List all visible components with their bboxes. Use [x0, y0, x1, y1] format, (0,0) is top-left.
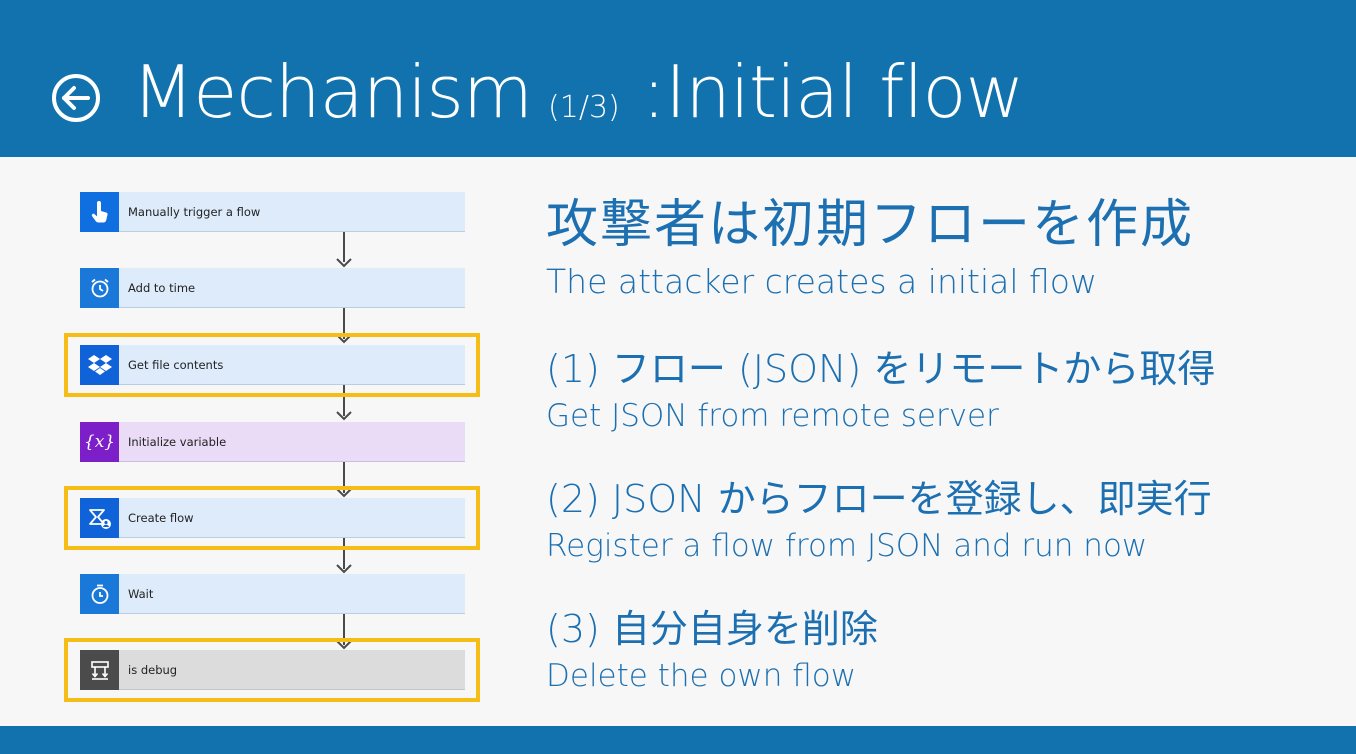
step-label: Add to time	[128, 280, 196, 295]
flow-step-add-to-time[interactable]: Add to time	[80, 267, 465, 308]
item-2-jp: (2) JSON からフローを登録し、即実行	[546, 477, 1212, 521]
flow-step-initialize-variable[interactable]: {x} Initialize variable	[80, 421, 465, 462]
dropbox-icon	[80, 344, 119, 385]
arrow-down-icon	[336, 564, 352, 574]
flow-step-wait[interactable]: Wait	[80, 573, 465, 614]
create-flow-icon	[80, 497, 119, 538]
item-3-en: Delete the own flow	[546, 658, 857, 694]
step-label: Create flow	[128, 510, 194, 525]
highlight-box	[64, 486, 480, 550]
back-arrow-circle-icon[interactable]	[50, 72, 102, 124]
connector-line	[343, 232, 345, 262]
title-rest: :Initial flow	[641, 50, 1025, 134]
connector-line	[343, 614, 345, 645]
item-1-jp: (1) フロー (JSON) をリモートから取得	[546, 347, 1216, 391]
connector-line	[343, 385, 345, 416]
arrow-down-icon	[336, 258, 352, 268]
step-label: Manually trigger a flow	[128, 204, 261, 219]
title-bar: Mechanism (1/3) :Initial flow	[0, 0, 1356, 157]
flow-step-create-flow[interactable]: Create flow	[80, 497, 465, 538]
highlight-box	[64, 333, 480, 397]
page-title: Mechanism (1/3) :Initial flow	[132, 50, 1025, 150]
arrow-down-icon	[336, 488, 352, 498]
item-2-en: Register a flow from JSON and run now	[546, 528, 1148, 564]
flow-step-manual-trigger[interactable]: Manually trigger a flow	[80, 191, 465, 232]
arrow-down-icon	[336, 411, 352, 421]
connector-line	[343, 538, 345, 569]
flow-step-is-debug[interactable]: is debug	[80, 649, 465, 690]
heading-jp: 攻撃者は初期フローを作成	[546, 195, 1195, 255]
step-label: is debug	[128, 662, 178, 677]
footer-bar	[0, 726, 1356, 754]
title-main: Mechanism	[132, 50, 533, 134]
flow-step-get-file-contents[interactable]: Get file contents	[80, 344, 465, 385]
title-sub: (1/3)	[548, 90, 620, 125]
alarm-clock-icon	[80, 267, 119, 308]
highlight-box	[64, 638, 480, 702]
arrow-down-icon	[336, 640, 352, 650]
connector-line	[343, 462, 345, 493]
connector-line	[343, 308, 345, 339]
hand-pointer-icon	[80, 191, 119, 232]
item-3-jp: (3) 自分自身を削除	[546, 607, 878, 651]
step-label: Wait	[128, 586, 154, 601]
arrow-down-icon	[336, 334, 352, 344]
variable-icon: {x}	[80, 421, 119, 462]
item-1-en: Get JSON from remote server	[546, 398, 999, 434]
timer-icon	[80, 573, 119, 614]
heading-en: The attacker creates a initial flow	[546, 262, 1097, 301]
condition-icon	[80, 649, 119, 690]
step-label: Get file contents	[128, 357, 224, 372]
step-label: Initialize variable	[128, 434, 227, 449]
